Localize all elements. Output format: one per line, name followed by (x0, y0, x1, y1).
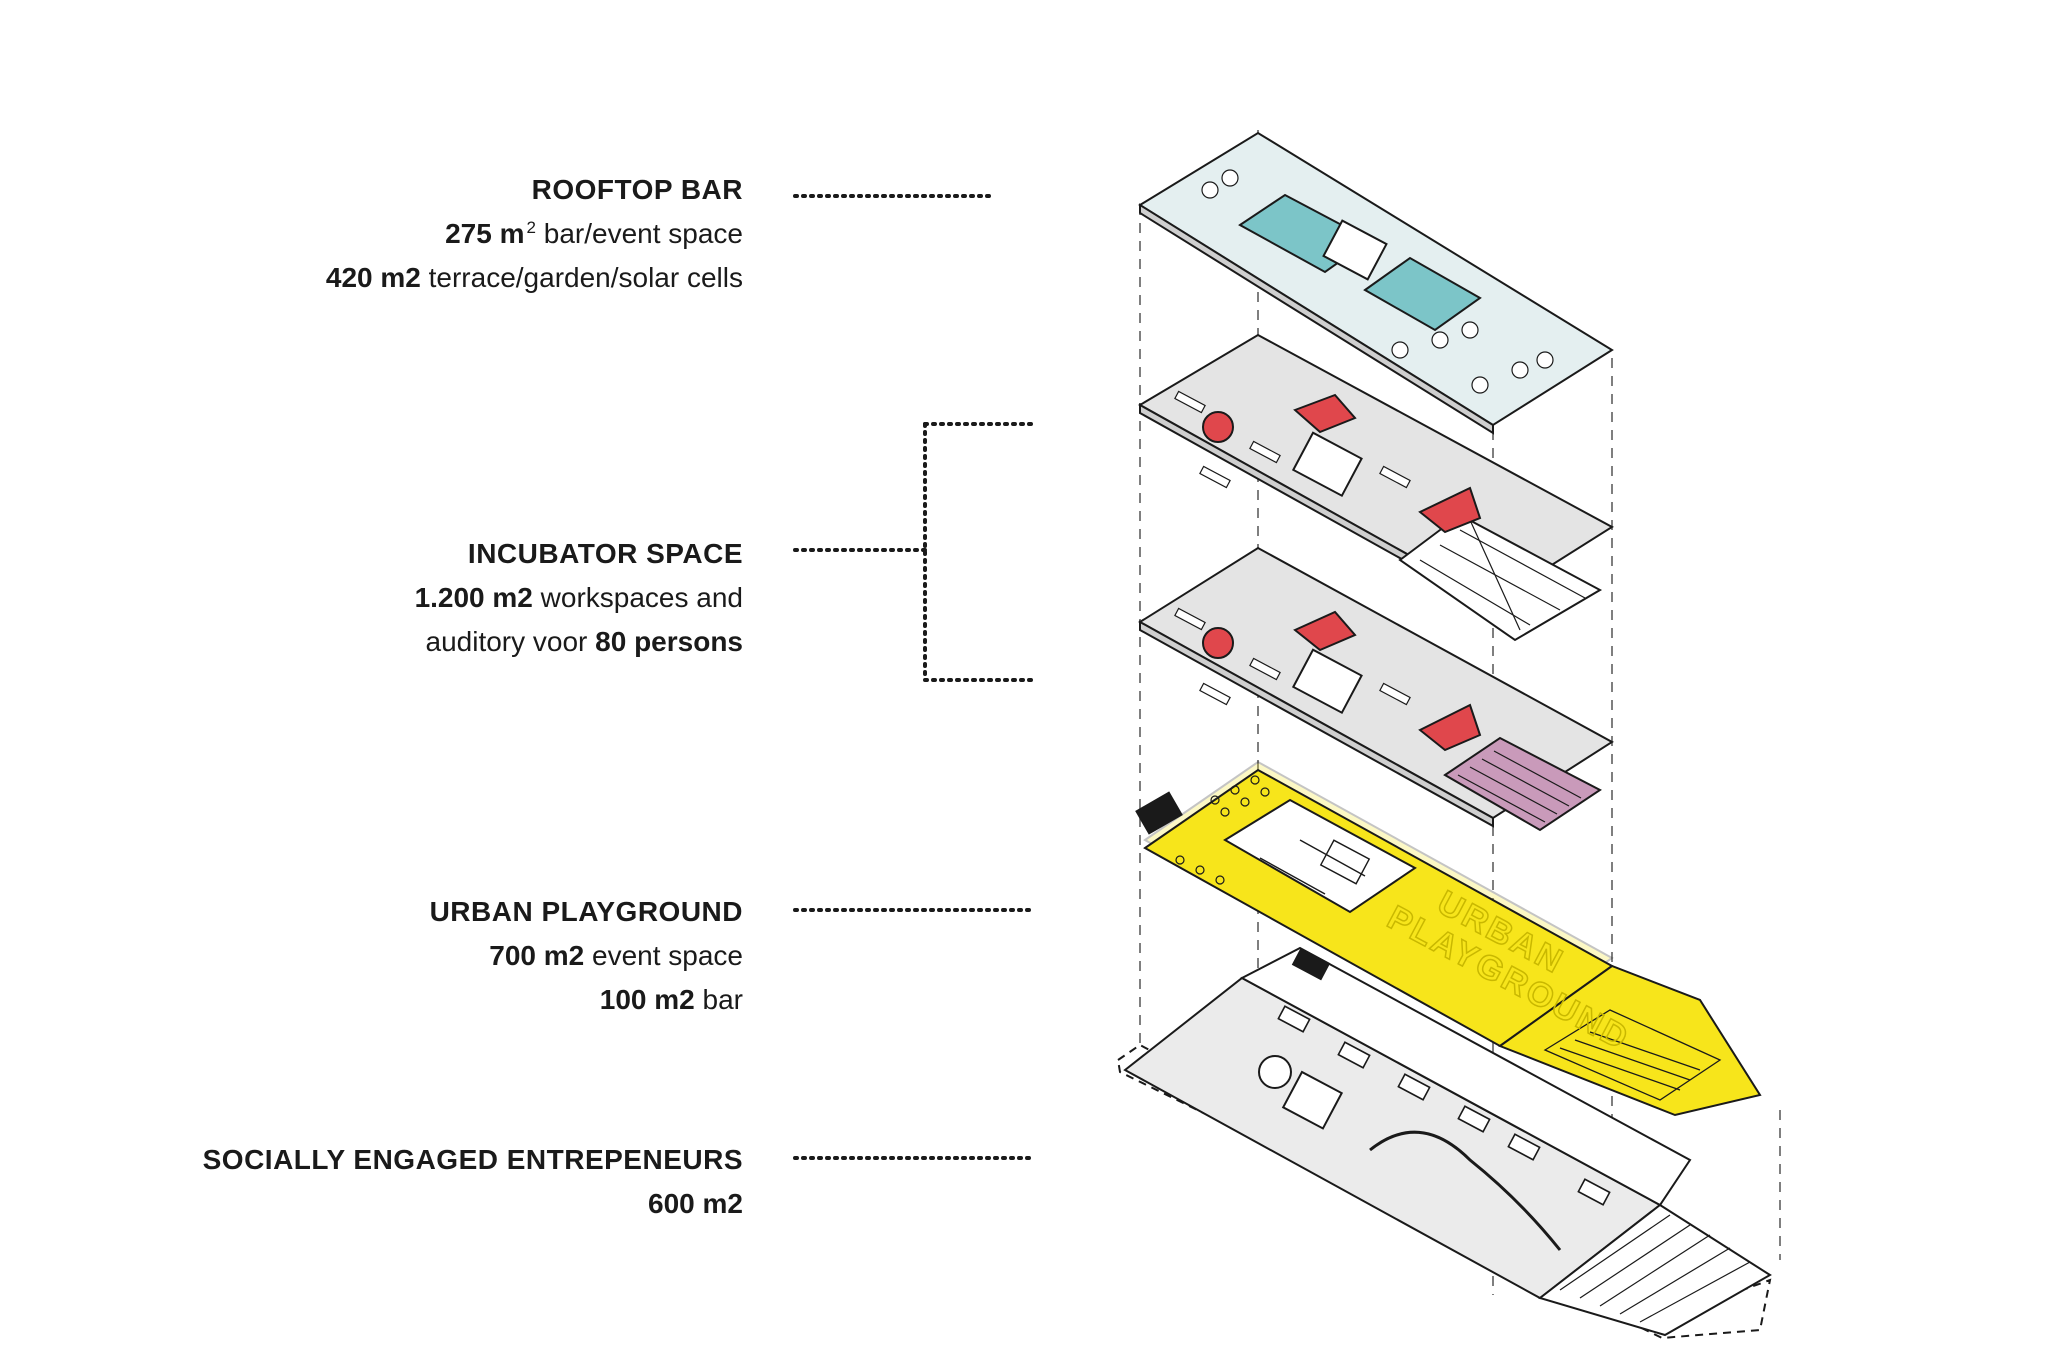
label-urban-playground: URBAN PLAYGROUND 700 m2 event space 100 … (430, 890, 743, 1022)
incubator-lower-red-circle (1202, 627, 1234, 659)
incubator-upper-core (1291, 431, 1363, 498)
ground-ramp-steps (1559, 1214, 1751, 1323)
incubator-lower-red-a (1293, 610, 1357, 652)
incubator-upper-red-b (1418, 486, 1482, 534)
rooftop-slab-edge (1139, 203, 1494, 435)
ground-core (1258, 1055, 1344, 1130)
rooftop-terrace-tables (1201, 169, 1554, 394)
incubator-line-1: 1.200 m2 workspaces and (414, 582, 743, 613)
rooftop-core (1322, 219, 1388, 281)
playground-seating (1175, 775, 1270, 885)
floor-incubator-upper (1137, 333, 1614, 642)
ground-parking-strip (1239, 946, 1692, 1207)
incubator-upper-red-circle (1202, 411, 1234, 443)
rooftop-title: ROOFTOP BAR (531, 174, 743, 205)
auditorium (1443, 736, 1602, 832)
ground-curved-bar (1369, 1130, 1562, 1251)
urban-line-1: 700 m2 event space (489, 940, 743, 971)
incubator-title: INCUBATOR SPACE (467, 538, 743, 569)
incubator-lower-core (1291, 648, 1363, 715)
floor-incubator-lower (1138, 546, 1614, 832)
label-incubator-space: INCUBATOR SPACE 1.200 m2 workspaces and … (415, 532, 743, 664)
label-socially-engaged: SOCIALLY ENGAGED ENTREPENEURS 600 m2 (203, 1138, 743, 1226)
auditorium-rows (1457, 750, 1582, 823)
incubator-lower-slab-edge (1139, 620, 1494, 828)
rooftop-line-2: 420 m2 terrace/garden/solar cells (325, 262, 743, 293)
incubator-line-2: auditory voor 80 persons (425, 626, 744, 657)
incubator-lower-desks (1174, 607, 1411, 706)
playground-bar-block (1223, 798, 1417, 914)
social-line-1: 600 m2 (648, 1188, 743, 1219)
incubator-lower-red-b (1418, 703, 1482, 752)
urban-line-2: 100 m2 bar (599, 984, 743, 1015)
ground-parked-cars (1277, 1005, 1611, 1206)
floor-ground (1116, 946, 1772, 1340)
playground-bar-interior (1259, 839, 1371, 895)
urban-title: URBAN PLAYGROUND (429, 896, 743, 927)
incubator-upper-stair-lines (1419, 519, 1586, 631)
incubator-upper-red-a (1293, 393, 1357, 434)
rooftop-bar-area-b (1363, 256, 1482, 332)
social-title: SOCIALLY ENGAGED ENTREPENEURS (202, 1144, 743, 1175)
playground-stairs (1135, 791, 1722, 1101)
incubator-upper-desks (1174, 390, 1411, 489)
floor-rooftop (1138, 131, 1614, 435)
leader-lines (793, 194, 1037, 1160)
